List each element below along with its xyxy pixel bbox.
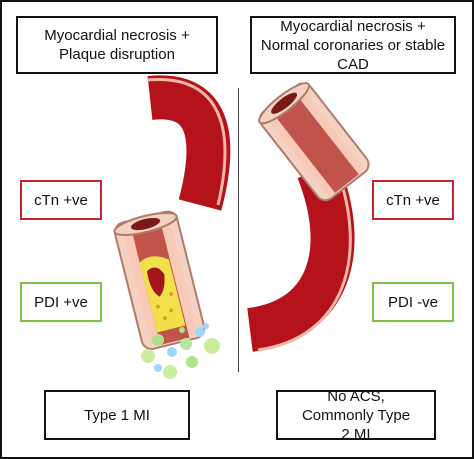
left-ctn-label: cTn +ve	[34, 191, 88, 209]
right-artery-cross-section	[258, 82, 370, 202]
left-title: Myocardial necrosis + Plaque disruption	[44, 27, 190, 63]
center-divider	[238, 88, 239, 372]
left-artery-cross-section	[113, 210, 206, 350]
left-pdi-label: PDI +ve	[34, 293, 88, 311]
right-pdi-box: PDI -ve	[372, 282, 454, 322]
left-ctn-box: cTn +ve	[20, 180, 102, 220]
right-ctn-label: cTn +ve	[386, 191, 440, 209]
left-artery	[113, 75, 231, 350]
thrombus	[146, 267, 165, 297]
right-result: No ACS, Commonly Type 2 MI	[301, 387, 411, 443]
right-title: Myocardial necrosis + Normal coronaries …	[260, 17, 446, 73]
right-artery	[246, 82, 370, 352]
emboli-particles	[141, 323, 220, 379]
right-pdi-label: PDI -ve	[387, 293, 438, 311]
right-ctn-box: cTn +ve	[372, 180, 454, 220]
left-pdi-box: PDI +ve	[20, 282, 102, 322]
left-result: Type 1 MI	[84, 406, 150, 424]
left-title-box: Myocardial necrosis + Plaque disruption	[16, 16, 218, 74]
right-result-box: No ACS, Commonly Type 2 MI	[276, 388, 436, 443]
right-title-box: Myocardial necrosis + Normal coronaries …	[250, 16, 456, 74]
left-result-box: Type 1 MI	[44, 390, 190, 440]
